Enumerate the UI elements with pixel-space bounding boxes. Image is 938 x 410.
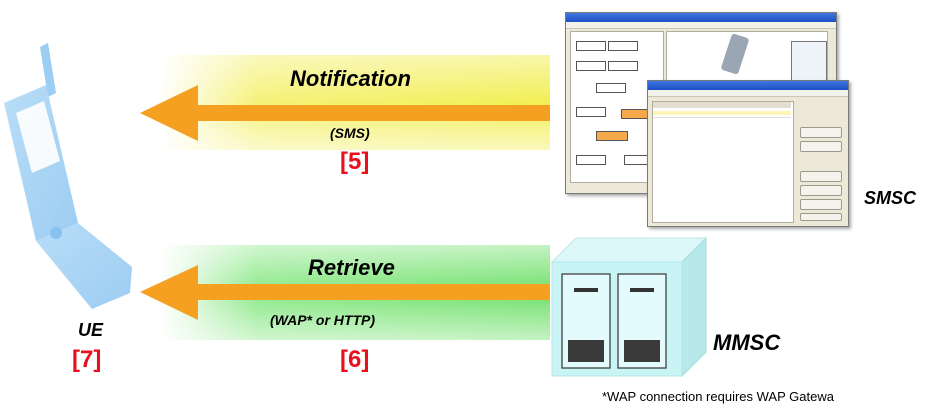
smsc-screenshot-icon bbox=[565, 12, 850, 227]
ue-ref: [7] bbox=[72, 346, 102, 373]
notification-label: Notification bbox=[290, 66, 411, 91]
notification-sublabel: (SMS) bbox=[330, 125, 370, 141]
retrieve-label: Retrieve bbox=[308, 255, 395, 280]
ue-label: UE bbox=[78, 320, 104, 340]
notification-ref: [5] bbox=[340, 148, 370, 175]
retrieve-sublabel: (WAP* or HTTP) bbox=[270, 312, 375, 328]
retrieve-arrow bbox=[140, 245, 550, 340]
mobile-phone-icon bbox=[4, 43, 132, 309]
retrieve-ref: [6] bbox=[340, 346, 370, 373]
footnote: *WAP connection requires WAP Gatewa bbox=[602, 389, 834, 404]
smsc-label: SMSC bbox=[864, 188, 917, 208]
mmsc-label: MMSC bbox=[713, 330, 781, 355]
notification-arrow bbox=[140, 55, 550, 150]
mmsc-server-icon bbox=[550, 236, 708, 378]
